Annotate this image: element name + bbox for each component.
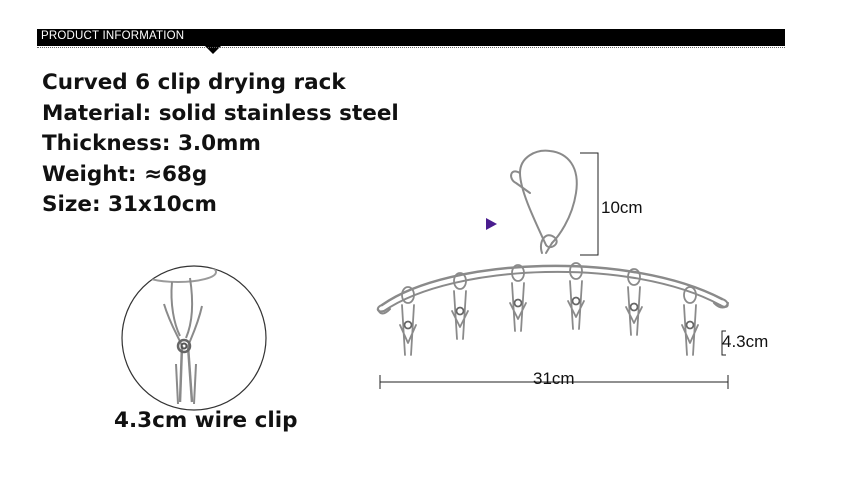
section-banner: PRODUCT INFORMATION (37, 29, 785, 54)
banner-notch (205, 46, 221, 54)
clip-caption: 4.3cm wire clip (114, 408, 298, 433)
banner-divider (37, 47, 785, 48)
clip-dimension-label: 4.3cm (722, 332, 769, 351)
spec-title: Curved 6 clip drying rack (42, 70, 346, 95)
banner-label: PRODUCT INFORMATION (41, 30, 185, 42)
spec-list: Curved 6 clip drying rack Material: soli… (42, 68, 399, 221)
spec-thickness: Thickness: 3.0mm (42, 131, 261, 156)
height-dimension-label: 10cm (601, 198, 643, 217)
spec-weight: Weight: ≈68g (42, 161, 208, 187)
width-dimension-label: 31cm (533, 369, 575, 388)
drying-rack-image (376, 149, 729, 389)
spec-material: Material: solid stainless steel (42, 100, 399, 126)
clip-closeup-image (121, 265, 267, 411)
play-icon[interactable] (486, 218, 497, 230)
spec-size: Size: 31x10cm (42, 192, 217, 217)
